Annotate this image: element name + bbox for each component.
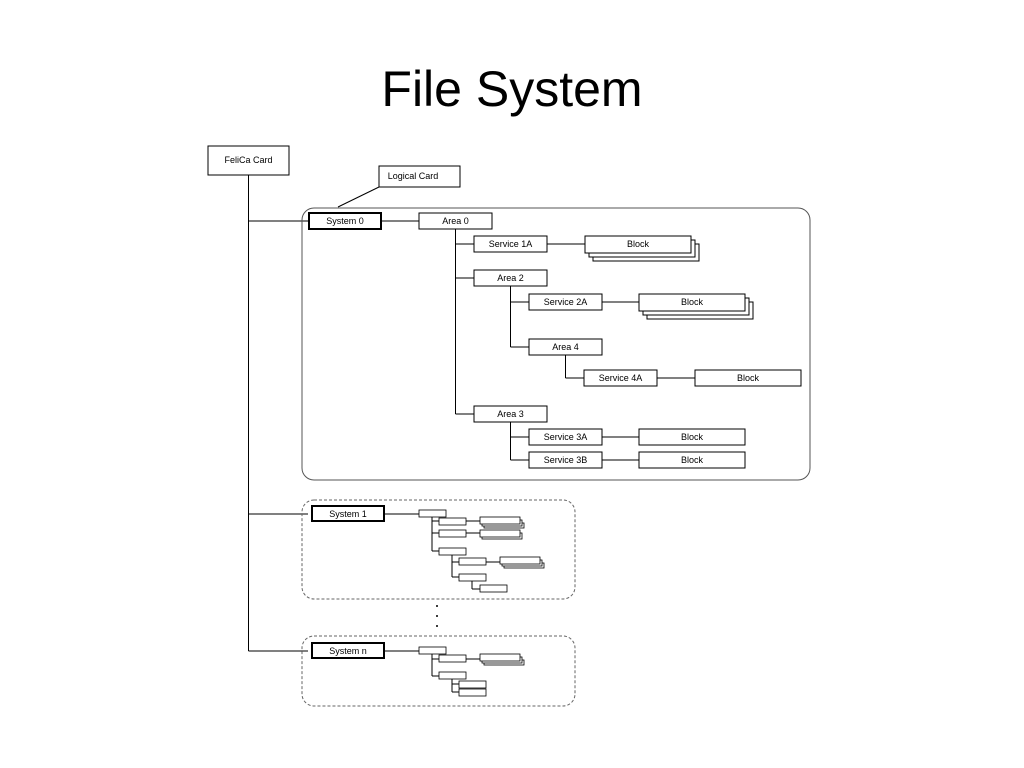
logical-card-pointer	[337, 186, 380, 208]
service3a-block-label: Block	[681, 432, 704, 442]
felica-card-label: FeliCa Card	[224, 155, 272, 165]
service2a-label: Service 2A	[544, 297, 588, 307]
service4a-block-label: Block	[737, 373, 760, 383]
service4a-block-box	[694, 369, 802, 387]
service2a-block-stack	[638, 293, 746, 312]
system1-mini-tree	[384, 509, 545, 593]
area2-label: Area 2	[497, 273, 524, 283]
service4a-label: Service 4A	[599, 373, 643, 383]
system0-group	[301, 207, 811, 481]
area4-label: Area 4	[552, 342, 579, 352]
logical-card-label: Logical Card	[388, 171, 439, 181]
service3b-label: Service 3B	[544, 455, 588, 465]
slide-title: File System	[381, 61, 643, 117]
felica-card-box	[207, 145, 290, 176]
systemn-group	[301, 635, 576, 707]
area0-label: Area 0	[442, 216, 469, 226]
logical-card-box	[378, 165, 461, 188]
service1a-block-label: Block	[627, 239, 650, 249]
ellipsis-dots	[436, 605, 438, 627]
service1a-block-stack	[584, 235, 692, 254]
area3-label: Area 3	[497, 409, 524, 419]
system1-group	[301, 499, 576, 600]
service3a-label: Service 3A	[544, 432, 588, 442]
service3b-block-label: Block	[681, 455, 704, 465]
service2a-block-label: Block	[681, 297, 704, 307]
system1-label: System 1	[329, 509, 367, 519]
service3b-block-box	[638, 451, 746, 469]
systemn-mini-tree	[384, 646, 525, 697]
service3a-block-box	[638, 428, 746, 446]
system0-label: System 0	[326, 216, 364, 226]
service1a-label: Service 1A	[489, 239, 533, 249]
systemn-label: System n	[329, 646, 367, 656]
